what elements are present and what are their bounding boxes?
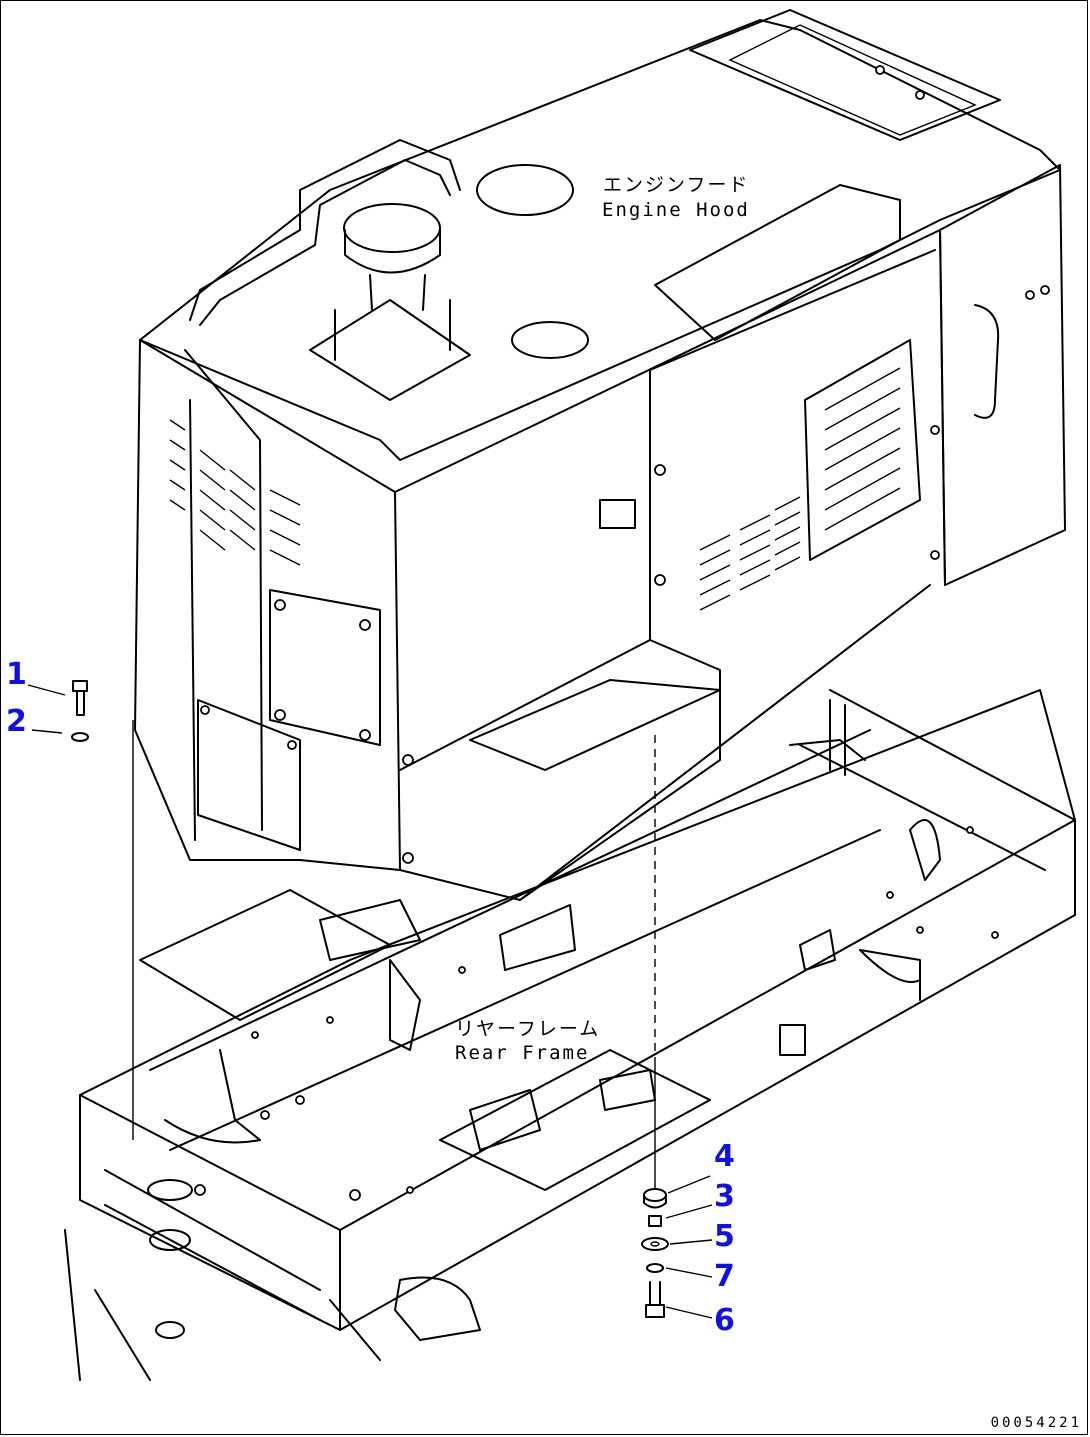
callout-6: 6 (714, 1303, 735, 1338)
callout-5: 5 (714, 1219, 735, 1254)
rear-frame-label-en: Rear Frame (455, 1042, 590, 1064)
callout-7: 7 (714, 1259, 735, 1294)
engine-hood (134, 9, 1066, 901)
fastener-parts (27, 680, 713, 1319)
engine-hood-label-en: Engine Hood (602, 199, 750, 221)
rear-frame-label-jp: リヤーフレーム (455, 1018, 601, 1040)
callout-4: 3 (714, 1179, 735, 1214)
rear-frame (64, 689, 1076, 1381)
drawing-number: 00054221 (990, 1415, 1082, 1431)
callout-1: 1 (6, 657, 27, 692)
callout-3: 4 (714, 1139, 735, 1174)
engine-hood-label-jp: エンジンフード (603, 174, 750, 196)
callout-2: 2 (6, 704, 27, 739)
alignment-lines (132, 720, 656, 1190)
